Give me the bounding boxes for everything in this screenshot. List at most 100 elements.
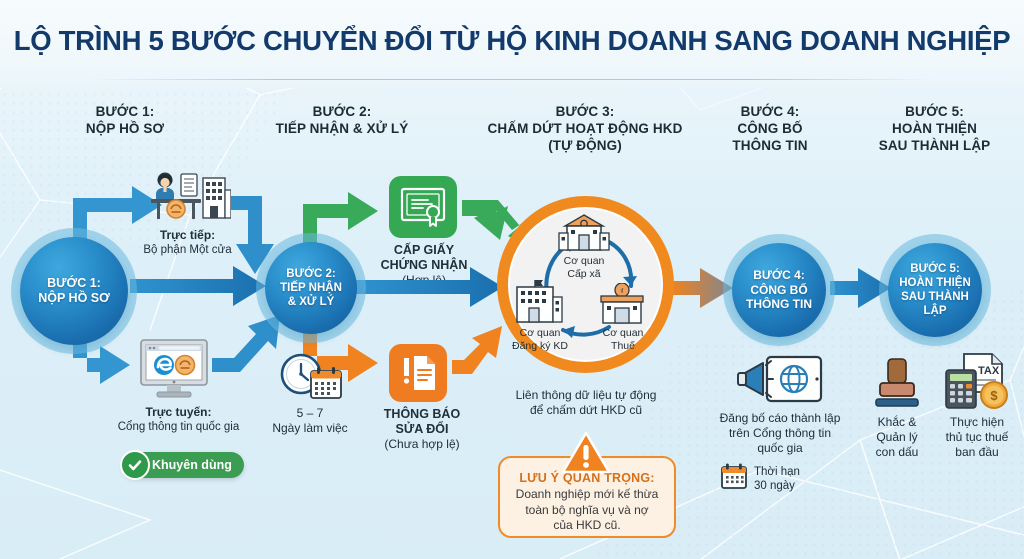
arrow-offline-to-step2: [228, 196, 274, 274]
outcome-invalid-caption: THÔNG BÁO SỬA ĐỔI (Chưa hợp lệ): [362, 407, 482, 452]
warning-triangle-icon: [561, 431, 611, 475]
step5-detail-2-caption: Thực hiện thủ tục thuế ban đầu: [930, 415, 1024, 460]
node-step1[interactable]: BƯỚC 1: NỘP HỒ SƠ: [20, 237, 128, 345]
column-header-step5-line1: BƯỚC 5:: [905, 104, 964, 119]
node-step1-line1: BƯỚC 1:: [47, 276, 101, 290]
column-header-step4: BƯỚC 4: CÔNG BỐ THÔNG TIN: [700, 103, 840, 154]
node-step5-line2: HOÀN THIỆN: [899, 277, 971, 289]
node-step5-line1: BƯỚC 5:: [910, 263, 960, 275]
arrow-step2-to-certificate: [303, 192, 378, 252]
column-header-step2-line1: BƯỚC 2:: [312, 104, 372, 119]
arrow-step2-to-notice: [303, 322, 378, 382]
warning-line1: Doanh nghiệp mới kế thừa: [515, 487, 659, 501]
column-header-step4-line1: BƯỚC 4:: [740, 104, 800, 119]
recommended-badge-label: Khuyên dùng: [152, 458, 232, 472]
column-header-step2: BƯỚC 2: TIẾP NHẬN & XỬ LÝ: [252, 103, 432, 137]
arrow-step4-to-step5: [830, 268, 891, 308]
processing-time-line1: 5 – 7: [296, 406, 324, 420]
step4-detail-line1: Đăng bố cáo thành lập: [719, 411, 841, 425]
arrow-step2-to-step3: [352, 267, 503, 307]
one-stop-counter-icon: [145, 168, 231, 224]
column-header-step3: BƯỚC 3: CHẤM DỨT HOẠT ĐỘNG HKD (TỰ ĐỘNG): [440, 103, 730, 154]
outcome-invalid-line2: SỬA ĐỔI: [395, 422, 449, 436]
megaphone-tablet-glyph: [737, 355, 823, 403]
step5-detail-1-line1: Khắc &: [877, 415, 917, 429]
government-building-glyph: [558, 214, 610, 251]
node-step1-line2: NỘP HỒ SƠ: [38, 291, 110, 305]
offline-branch-title: Trực tiếp:: [159, 228, 216, 242]
node-step5-line3: SAU THÀNH LẬP: [901, 291, 969, 317]
tax-calculator-glyph: TAX $: [945, 353, 1008, 409]
cycle-caption: Liên thông dữ liệu tự động để chấm dứt H…: [483, 388, 689, 418]
document-alert-icon: [389, 344, 447, 402]
step4-detail-line3: quốc gia: [757, 441, 803, 455]
online-branch-subtitle: Cổng thông tin quốc gia: [117, 421, 240, 433]
megaphone-tablet-icon: [737, 355, 823, 409]
one-stop-counter-glyph: [151, 172, 231, 219]
arrow-step1-to-step2: [130, 266, 266, 306]
tax-calculator-icon: TAX $: [942, 352, 1012, 412]
cycle-tax-caption: Cơ quan Thuế: [586, 327, 660, 352]
rubber-stamp-glyph: [875, 358, 919, 407]
clock-calendar-glyph: [280, 353, 342, 399]
cycle-registration-line2: Đăng ký KD: [511, 339, 569, 352]
online-branch-title: Trực tuyến:: [145, 405, 212, 419]
column-header-step4-line3: THÔNG TIN: [732, 138, 808, 153]
step5-detail-1-line2: Quản lý: [876, 430, 918, 444]
arrow-step3-to-step4: [672, 268, 733, 308]
step5-detail-1-caption: Khắc & Quản lý con dấu: [855, 415, 939, 460]
node-step4-line3: THÔNG TIN: [746, 297, 812, 312]
node-step4-line2: CÔNG BỐ: [750, 282, 808, 297]
cycle-tax-line1: Cơ quan: [602, 327, 644, 339]
column-header-step3-line3: (TỰ ĐỘNG): [548, 138, 622, 153]
node-step2-line3: & XỬ LÝ: [287, 296, 335, 308]
step4-detail-caption: Đăng bố cáo thành lập trên Cổng thông ti…: [700, 411, 860, 456]
arrow-online-to-step2: [212, 315, 280, 372]
node-step5[interactable]: BƯỚC 5: HOÀN THIỆN SAU THÀNH LẬP: [888, 243, 982, 337]
check-glyph: [128, 460, 142, 471]
svg-text:₫: ₫: [620, 289, 624, 296]
step4-deadline: Thời hạn 30 ngày: [720, 462, 800, 495]
svg-text:TAX: TAX: [978, 365, 1000, 377]
cycle-commune-line2: Cấp xã: [567, 267, 601, 280]
column-header-step1-line2: NỘP HỒ SƠ: [85, 121, 165, 136]
step4-detail-line2: trên Cổng thông tin: [728, 426, 832, 440]
outcome-valid-line2: CHỨNG NHẬN: [380, 258, 468, 272]
arrow-step1-to-online: [73, 318, 130, 384]
cycle-tax-line2: Thuế: [611, 339, 635, 352]
recommended-badge[interactable]: Khuyên dùng: [120, 450, 244, 480]
document-alert-glyph: [403, 356, 435, 390]
rubber-stamp-icon: [870, 355, 924, 411]
warning-triangle-glyph: [561, 431, 611, 474]
column-header-step4-line2: CÔNG BỐ: [737, 121, 803, 136]
tax-office-icon: ₫: [596, 283, 648, 325]
cycle-caption-line2: để chấm dứt HKD cũ: [529, 403, 643, 417]
certificate-icon: [389, 176, 457, 238]
step4-deadline-line2: 30 ngày: [754, 479, 795, 492]
outcome-valid-line1: CẤP GIẤY: [393, 243, 455, 257]
column-header-step2-line2: TIẾP NHẬN & XỬ LÝ: [275, 121, 409, 136]
clock-calendar-icon: [275, 351, 345, 403]
cycle-commune-line1: Cơ quan: [563, 255, 605, 267]
node-step4[interactable]: BƯỚC 4: CÔNG BỐ THÔNG TIN: [732, 243, 826, 337]
step5-detail-1-line3: con dấu: [875, 445, 919, 459]
calendar-glyph: [721, 463, 747, 489]
registration-office-icon: [511, 278, 565, 324]
offline-branch-subtitle: Bộ phận Một cửa: [143, 244, 232, 256]
column-header-step3-line1: BƯỚC 3:: [555, 104, 615, 119]
cycle-commune-caption: Cơ quan Cấp xã: [538, 255, 630, 280]
cycle-registration-line1: Cơ quan: [519, 327, 561, 339]
tax-office-glyph: ₫: [600, 283, 644, 324]
column-header-step5-line2: HOÀN THIỆN: [892, 121, 977, 136]
calendar-icon: [720, 462, 748, 495]
page-title: LỘ TRÌNH 5 BƯỚC CHUYỂN ĐỔI TỪ HỘ KINH DO…: [13, 25, 1011, 56]
svg-text:$: $: [990, 388, 998, 403]
node-step2-line2: TIẾP NHẬN: [280, 282, 342, 294]
step5-detail-2-line3: ban đầu: [955, 445, 999, 459]
column-header-step1-line1: BƯỚC 1:: [95, 104, 155, 119]
node-step2[interactable]: BƯỚC 2: TIẾP NHẬN & XỬ LÝ: [265, 242, 357, 334]
government-building-icon: [555, 213, 613, 253]
step4-deadline-line1: Thời hạn: [754, 465, 800, 478]
check-icon: [120, 450, 150, 480]
